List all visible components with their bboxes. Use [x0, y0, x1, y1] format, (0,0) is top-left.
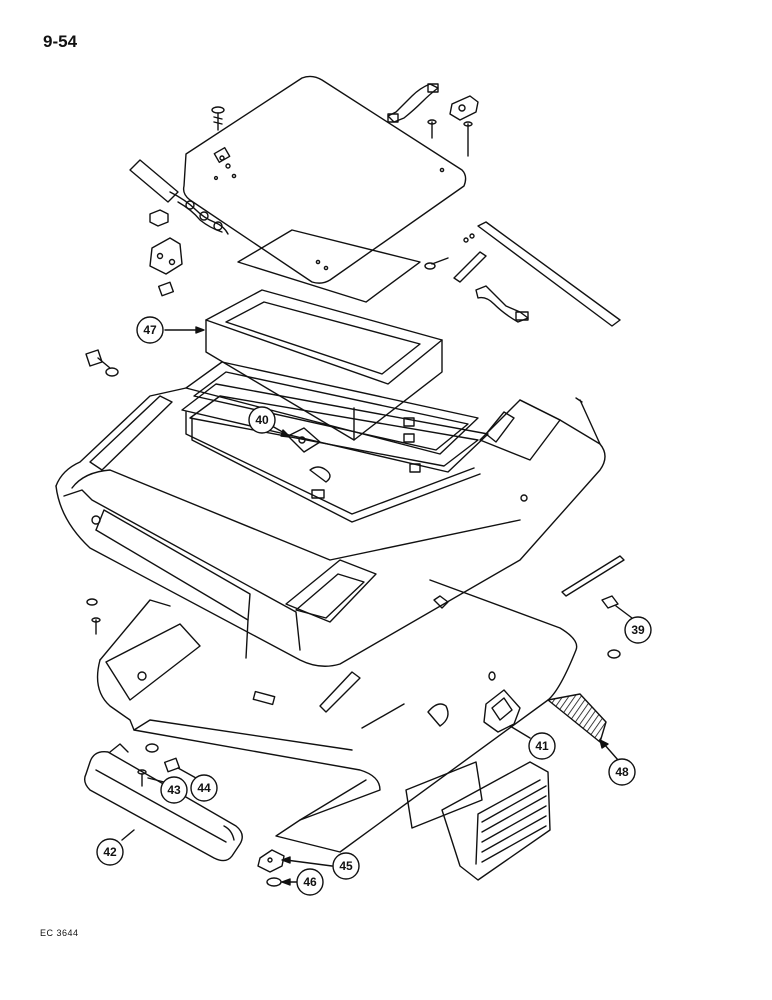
- callout-40: 40: [248, 406, 291, 438]
- visor-washer: [266, 877, 282, 887]
- page-number: 9-54: [43, 32, 78, 51]
- sun-visor: [83, 743, 243, 862]
- roof-bolt: [85, 349, 119, 377]
- svg-text:41: 41: [535, 739, 549, 753]
- svg-text:39: 39: [631, 623, 645, 637]
- headliner-panel: [96, 579, 578, 853]
- hatch-frame: [205, 289, 443, 441]
- visor-screw: [137, 769, 147, 787]
- roof-shell: [55, 387, 606, 667]
- visor-clip: [163, 757, 181, 773]
- headliner-fasteners: [86, 595, 621, 753]
- louvre-box: [405, 761, 551, 881]
- callout-45: 45: [281, 852, 360, 880]
- svg-text:48: 48: [615, 765, 629, 779]
- callout-47: 47: [136, 316, 205, 344]
- support-rod: [477, 221, 621, 327]
- callout-41: 41: [509, 725, 556, 760]
- callout-48: 48: [599, 739, 636, 786]
- lid-screw: [211, 106, 225, 131]
- svg-text:45: 45: [339, 859, 353, 873]
- callout-44: 44: [177, 767, 218, 802]
- gas-strut: [424, 233, 487, 283]
- illustration-reference: EC 3644: [40, 928, 79, 938]
- svg-text:44: 44: [197, 781, 211, 795]
- lid-hinge-arm: [129, 159, 229, 235]
- callout-46: 46: [281, 868, 324, 896]
- hatch-inner-frame: [181, 361, 489, 523]
- headliner-rod: [561, 555, 625, 597]
- frame-clips: [311, 417, 421, 499]
- callout-42: 42: [96, 829, 135, 866]
- svg-text:46: 46: [303, 875, 317, 889]
- vent-grille: [547, 693, 607, 743]
- svg-text:42: 42: [103, 845, 117, 859]
- svg-text:43: 43: [167, 783, 181, 797]
- svg-text:47: 47: [143, 323, 157, 337]
- grab-handle-right: [475, 285, 529, 323]
- callout-39: 39: [615, 605, 652, 644]
- visor-bracket: [257, 849, 285, 873]
- clip-39: [601, 595, 619, 609]
- svg-text:40: 40: [255, 413, 269, 427]
- hatch-lid: [182, 75, 467, 284]
- grab-handle-top: [387, 83, 439, 139]
- seal-clip: [287, 427, 331, 483]
- air-duct-outlet: [483, 689, 521, 733]
- callout-43: 43: [147, 776, 188, 804]
- lid-seal: [237, 229, 421, 303]
- lid-latch: [449, 95, 479, 157]
- hinge-bracket: [149, 209, 183, 297]
